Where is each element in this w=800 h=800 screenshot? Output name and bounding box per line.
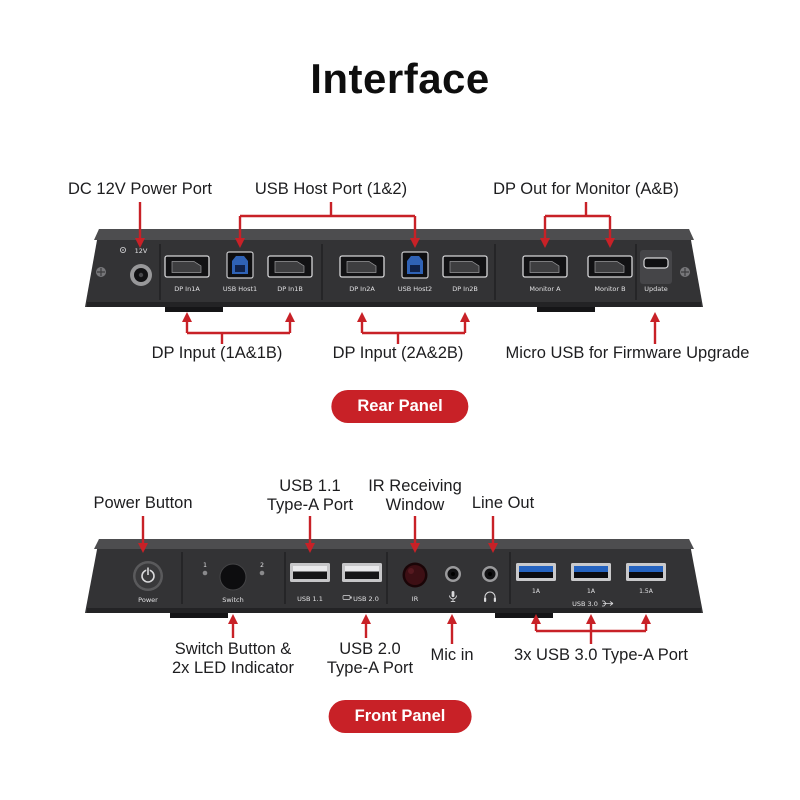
callout-dp-in2-bracket [360,321,467,344]
dp-in-1b-port: DP In1B [267,255,313,293]
label-usb-20-line2: Type-A Port [326,659,414,678]
callout-dp-in1-bracket [185,321,292,344]
switch-button-group: 1 2 Switch [202,562,265,604]
front-body [85,539,703,613]
label-power-button: Power Button [93,494,193,512]
front-foot-left [170,613,228,618]
monitor-a-marking: Monitor A [529,285,561,293]
dp-in-2a-marking: DP In2A [349,285,375,293]
led-2-marking: 2 [260,562,264,569]
front-bottom-edge [87,608,701,613]
front-foot-right [495,613,553,618]
led-1-indicator [202,570,208,576]
label-switch-line1: Switch Button & [174,640,292,658]
label-ir-line2: Window [385,496,445,515]
label-dp-input-1: DP Input (1A&1B) [151,344,283,362]
dp-in-1a-port: DP In1A [164,255,210,293]
led-2-indicator [259,570,265,576]
label-usb-20-line1: USB 2.0 [339,640,401,658]
rear-separators [159,244,637,300]
usb-20-port: USB 2.0 [342,563,382,603]
micro-usb-update-port: Update [640,250,672,293]
label-mic-in: Mic in [430,646,474,664]
front-panel-device: Power 1 2 Switch USB 1.1 [85,538,703,618]
label-line-out: Line Out [471,494,535,512]
screw-icon [96,267,106,277]
power-marking: 12V [135,247,148,255]
superspeed-icon [602,600,614,607]
rear-panel-illustration: 12V DP In1A USB Host1 [85,229,703,312]
dc-power-jack: 12V [120,246,152,286]
front-panel-illustration: Power 1 2 Switch USB 1.1 [85,539,703,618]
label-switch-button: Switch Button & 2x LED Indicator [135,640,331,679]
label-ir-window: IR Receiving Window [345,477,485,516]
power-marking: Power [138,596,158,604]
usb-host-2-port: USB Host2 [398,251,432,293]
rear-bottom-edge [87,302,701,307]
amp-marking-2: 1A [587,588,596,595]
rear-foot-right [537,307,595,312]
label-dp-out-monitor: DP Out for Monitor (A&B) [493,180,679,198]
label-usb-11-line1: USB 1.1 [279,477,341,495]
ir-marking: IR [412,595,419,603]
label-dp-input-2: DP Input (2A&2B) [332,344,464,362]
rear-panel-badge: Rear Panel [331,390,469,423]
front-top-face [94,539,694,549]
power-icon [141,567,155,583]
mic-in-jack [445,566,461,602]
update-marking: Update [644,285,668,293]
monitor-b-marking: Monitor B [594,285,625,293]
led-1-marking: 1 [203,562,207,569]
battery-icon [342,595,352,600]
switch-button [219,563,247,591]
callout-usb30-bracket [534,623,648,644]
usb-11-port: USB 1.1 [290,563,330,603]
line-out-jack [482,566,498,602]
usb-11-marking: USB 1.1 [297,595,323,603]
dp-in-1a-marking: DP In1A [174,285,200,293]
dc-polarity-icon [120,246,127,253]
mic-icon [449,591,457,602]
label-usb-11-line2: Type-A Port [266,496,354,515]
usb-20-marking: USB 2.0 [353,595,379,603]
label-ir-line1: IR Receiving [368,477,462,495]
dp-in-2b-port: DP In2B [442,255,488,293]
rear-foot-left [165,307,223,312]
amp-marking-3: 1.5A [639,588,654,595]
usb-30-port-1: 1A [516,563,556,595]
label-switch-line2: 2x LED Indicator [172,659,294,678]
label-usb-30-ports: 3x USB 3.0 Type-A Port [514,646,688,664]
label-dc-12v-power-port: DC 12V Power Port [68,180,212,198]
headphone-icon [484,591,496,602]
rear-top-face [94,229,694,240]
usb-30-marking: USB 3.0 [572,600,598,608]
page-title: Interface [310,55,490,102]
label-usb-host-port: USB Host Port (1&2) [254,180,408,198]
usb-30-port-2: 1A [571,563,611,595]
usb-host-2-marking: USB Host2 [398,285,432,293]
label-usb-20-port: USB 2.0 Type-A Port [300,640,440,679]
power-button: Power [133,561,163,604]
dp-in-2a-port: DP In2A [339,255,385,293]
rear-panel-device: 12V DP In1A USB Host1 [85,228,703,312]
label-micro-usb-firmware: Micro USB for Firmware Upgrade [505,344,750,362]
amp-marking-1: 1A [532,588,541,595]
front-panel-badge: Front Panel [328,700,472,733]
usb-host-1-marking: USB Host1 [223,285,257,293]
rear-body [85,229,703,307]
label-usb-11-port: USB 1.1 Type-A Port [240,477,380,516]
switch-marking: Switch [222,596,244,604]
usb-30-port-3: 1.5A [626,563,666,595]
ir-receiving-window: IR [402,562,428,603]
front-separators [181,552,511,604]
monitor-b-port: Monitor B [587,255,633,293]
screw-icon [680,267,690,277]
monitor-a-port: Monitor A [522,255,568,293]
dp-in-1b-marking: DP In1B [277,285,303,293]
dp-in-2b-marking: DP In2B [452,285,478,293]
usb-host-1-port: USB Host1 [223,251,257,293]
